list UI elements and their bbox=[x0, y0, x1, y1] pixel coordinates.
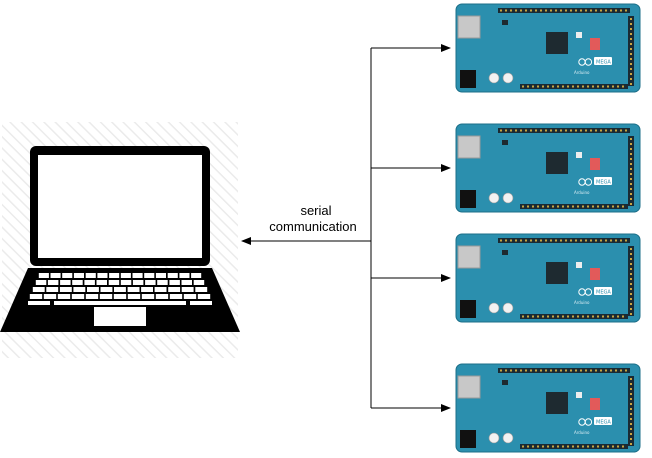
connection-label-line2: communication bbox=[269, 219, 356, 234]
board-model-label: MEGA bbox=[596, 180, 611, 186]
board-brand-label: Arduino bbox=[574, 70, 590, 75]
arduino-board-1: Arduino MEGA bbox=[455, 3, 641, 93]
laptop-icon bbox=[0, 122, 240, 358]
arduino-board-4: Arduino MEGA bbox=[455, 363, 641, 453]
arduino-board-3: Arduino MEGA bbox=[455, 233, 641, 323]
board-brand-label: Arduino bbox=[574, 190, 590, 195]
connection-label-line1: serial bbox=[300, 203, 331, 218]
connection-lines bbox=[241, 44, 451, 412]
board-model-label: MEGA bbox=[596, 290, 611, 296]
board-brand-label: Arduino bbox=[574, 430, 590, 435]
board-model-label: MEGA bbox=[596, 60, 611, 66]
board-brand-label: Arduino bbox=[574, 300, 590, 305]
arduino-board-2: Arduino MEGA bbox=[455, 123, 641, 213]
board-model-label: MEGA bbox=[596, 420, 611, 426]
